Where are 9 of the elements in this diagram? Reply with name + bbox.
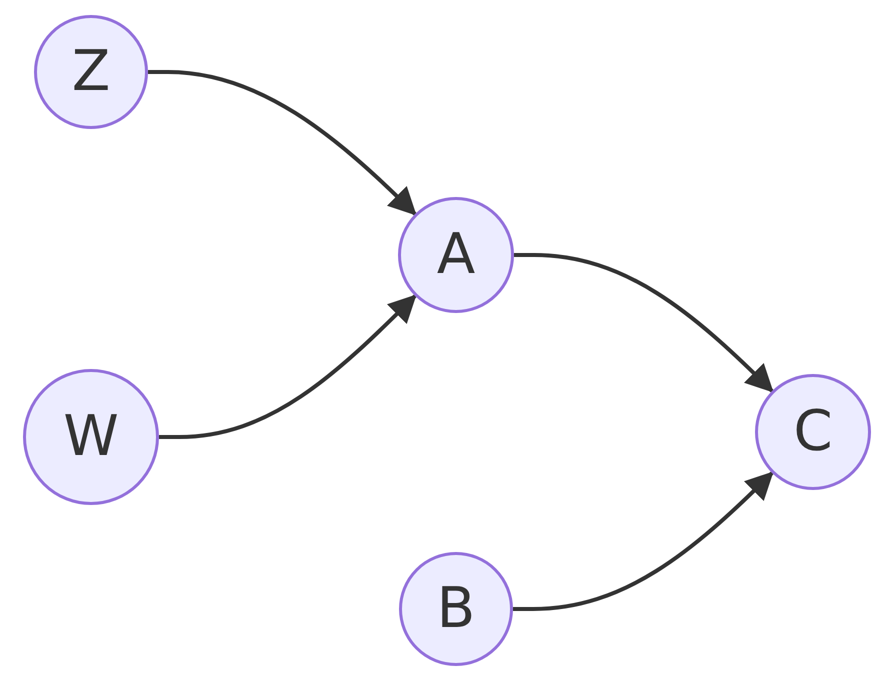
arrow [513,471,774,611]
node-label: Z [72,44,110,100]
node-label: A [436,227,476,283]
node-label: W [63,409,119,465]
arrow [148,70,417,216]
arrow [514,253,774,393]
node-label: B [436,581,476,637]
node-label: C [793,404,833,460]
arrow [159,294,417,439]
